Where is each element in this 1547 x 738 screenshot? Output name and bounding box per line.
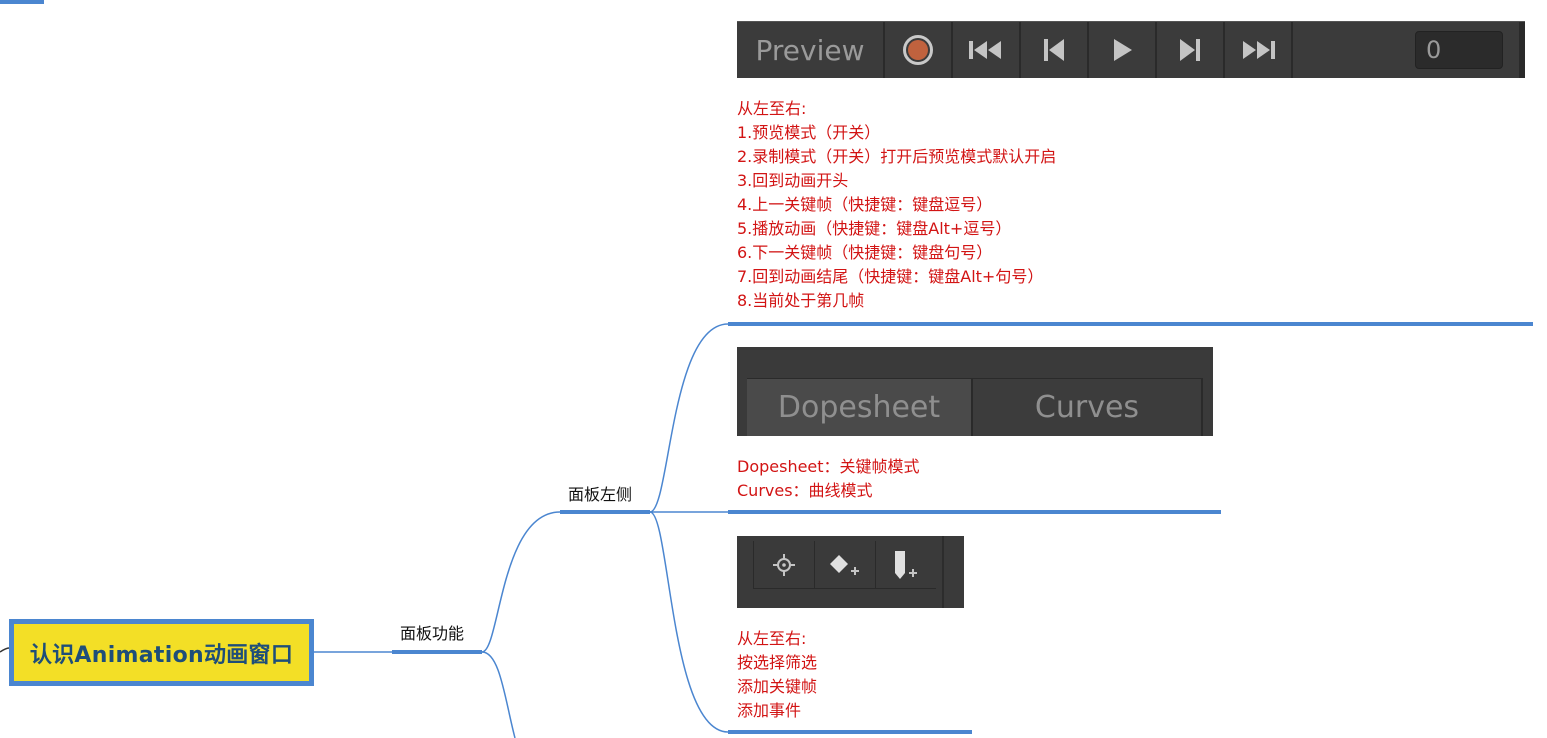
note-line: 7.回到动画结尾（快捷键：键盘Alt+句号） [737, 267, 1044, 286]
tab-curves: Curves [973, 379, 1203, 436]
toolbar-edge [1519, 22, 1525, 78]
tab-dopesheet: Dopesheet [747, 379, 973, 436]
keyframe-tools-image [737, 536, 964, 608]
first-frame-icon [953, 22, 1021, 78]
note-line: 添加事件 [737, 701, 802, 720]
root-incoming-connector [0, 647, 10, 653]
function-to-left-connector [481, 511, 561, 653]
animation-toolbar-image: Preview 0 [737, 21, 1525, 78]
note-line: 按选择筛选 [737, 653, 818, 672]
offscreen-node-edge [0, 0, 44, 4]
current-frame-field: 0 [1415, 31, 1503, 69]
note-line: 2.录制模式（开关）打开后预览模式默认开启 [737, 147, 1057, 166]
preview-label: Preview [755, 33, 865, 67]
note-line: 1.预览模式（开关） [737, 123, 881, 142]
note-line: 从左至右: [737, 99, 807, 118]
topic-panel-left[interactable]: 面板左侧 [568, 485, 633, 504]
left-to-toolbar-connector [649, 323, 729, 513]
add-event-icon [875, 541, 936, 588]
prev-keyframe-icon [1021, 22, 1089, 78]
record-icon [885, 22, 953, 78]
current-frame-value: 0 [1426, 36, 1442, 64]
function-to-offscreen-connector [481, 651, 516, 738]
topic-panel-function[interactable]: 面板功能 [400, 624, 465, 643]
note-line: 6.下一关键帧（快捷键：键盘句号） [737, 243, 993, 262]
tools-note[interactable]: 从左至右: 按选择筛选 添加关键帧 添加事件 [737, 627, 817, 723]
filter-by-selection-icon [753, 541, 814, 588]
note-line: 8.当前处于第几帧 [737, 291, 865, 310]
toolbar-note[interactable]: 从左至右: 1.预览模式（开关） 2.录制模式（开关）打开后预览模式默认开启 3… [737, 97, 1056, 313]
tabs-note[interactable]: Dopesheet：关键帧模式 Curves：曲线模式 [737, 455, 920, 503]
preview-button: Preview [737, 22, 885, 78]
note-line: Curves：曲线模式 [737, 481, 873, 500]
last-frame-icon [1225, 22, 1293, 78]
note-line: Dopesheet：关键帧模式 [737, 457, 920, 476]
view-mode-tabs-image: Dopesheet Curves [737, 347, 1213, 436]
toolbar-spacer: 0 [1293, 22, 1519, 78]
root-topic-label: 认识Animation动画窗口 [29, 642, 294, 668]
note-line: 3.回到动画开头 [737, 171, 849, 190]
note-line: 添加关键帧 [737, 677, 818, 696]
tab-curves-label: Curves [1034, 390, 1140, 425]
tab-dopesheet-label: Dopesheet [777, 390, 941, 425]
note-line: 从左至右: [737, 629, 807, 648]
add-keyframe-icon [814, 541, 875, 588]
next-keyframe-icon [1157, 22, 1225, 78]
left-to-tools-connector [649, 511, 729, 733]
note-line: 5.播放动画（快捷键：键盘Alt+逗号） [737, 219, 1012, 238]
note-line: 4.上一关键帧（快捷键：键盘逗号） [737, 195, 993, 214]
tools-edge [942, 536, 944, 608]
root-topic[interactable]: 认识Animation动画窗口 [9, 619, 314, 686]
play-icon [1089, 22, 1157, 78]
